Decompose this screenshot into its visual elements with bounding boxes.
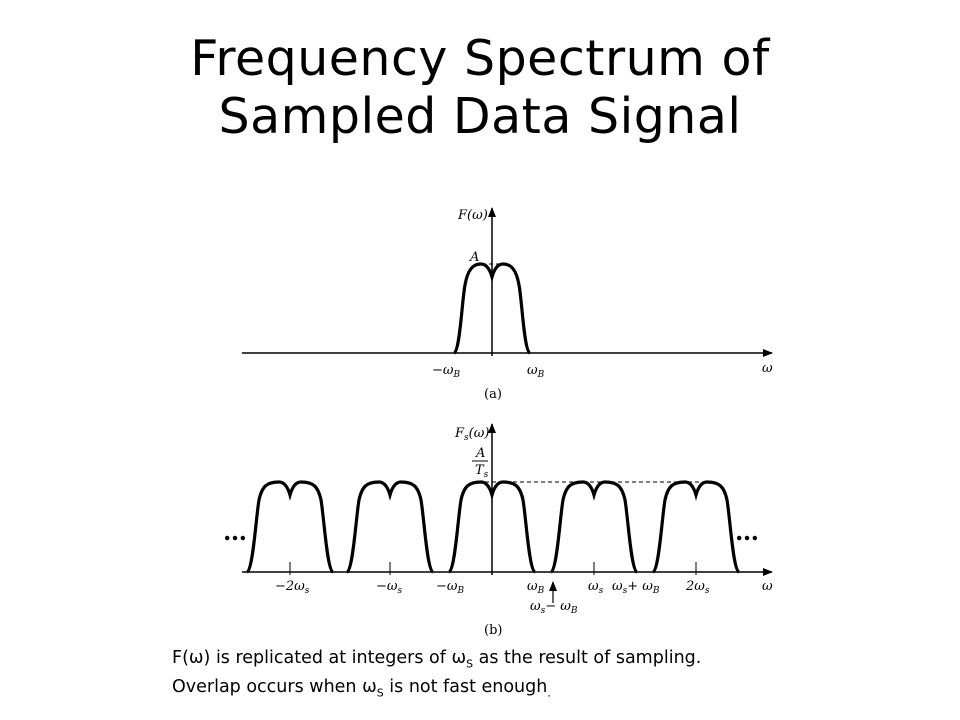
figure-b-x-label: ω [762, 579, 773, 594]
figure-a-tick-right: ωB [527, 363, 545, 380]
explanation-caption: F(ω) is replicated at integers of ωS as … [172, 647, 932, 704]
tick-label-minus-2ws: −2ωs [275, 579, 310, 596]
figure-b-amplitude-denominator: Ts [475, 463, 489, 480]
figure-a-tick-left: −ωB [432, 363, 461, 380]
figure-a-amplitude-label: A [469, 250, 479, 265]
spectrum-lobe-2 [345, 480, 435, 574]
figure-b-ellipsis-right: … [735, 517, 759, 546]
spectrum-lobe-3 [447, 480, 537, 574]
figure-a-y-label: F(ω) [457, 208, 488, 223]
caption-line-1: F(ω) is replicated at integers of ωS as … [172, 648, 702, 671]
figure-a-caption: (a) [484, 387, 502, 402]
figure-b: Fs(ω) A Ts … … −2ωs −ωs −ωB ωB ωs ωs+ ωB… [223, 423, 773, 638]
figure-b-ellipsis-left: … [223, 517, 247, 546]
caption-line-2: Overlap occurs when ωS is not fast enoug… [172, 676, 551, 700]
tick-label-minus-wb: −ωB [436, 579, 465, 596]
page-title: Frequency Spectrum of Sampled Data Signa… [0, 30, 960, 146]
spectrum-lobe-5 [651, 480, 741, 574]
figure-a-spectrum-lobe [452, 262, 532, 355]
title-line-2: Sampled Data Signal [218, 88, 742, 145]
figure-b-amplitude-numerator: A [475, 446, 485, 461]
tick-label-minus-ws: −ωs [376, 579, 403, 596]
figure-b-ticks [289, 562, 697, 575]
figure-b-y-label: Fs(ω) [454, 426, 489, 443]
overlap-arrow-label: ωs− ωB [530, 599, 578, 616]
figure-a-x-label: ω [762, 361, 773, 376]
tick-label-wb: ωB [527, 579, 545, 596]
figure-a: F(ω) A −ωB ωB ω (a) [242, 207, 773, 402]
spectrum-lobe-1 [245, 480, 335, 574]
figure-b-spectrum-lobes [245, 480, 741, 574]
figure-b-caption: (b) [484, 623, 502, 638]
tick-label-ws: ωs [588, 579, 604, 596]
title-line-1: Frequency Spectrum of [190, 30, 770, 87]
spectrum-lobe-4 [549, 480, 639, 574]
tick-label-2ws: 2ωs [685, 579, 710, 596]
tick-label-ws-plus-wb: ωs+ ωB [612, 579, 660, 596]
